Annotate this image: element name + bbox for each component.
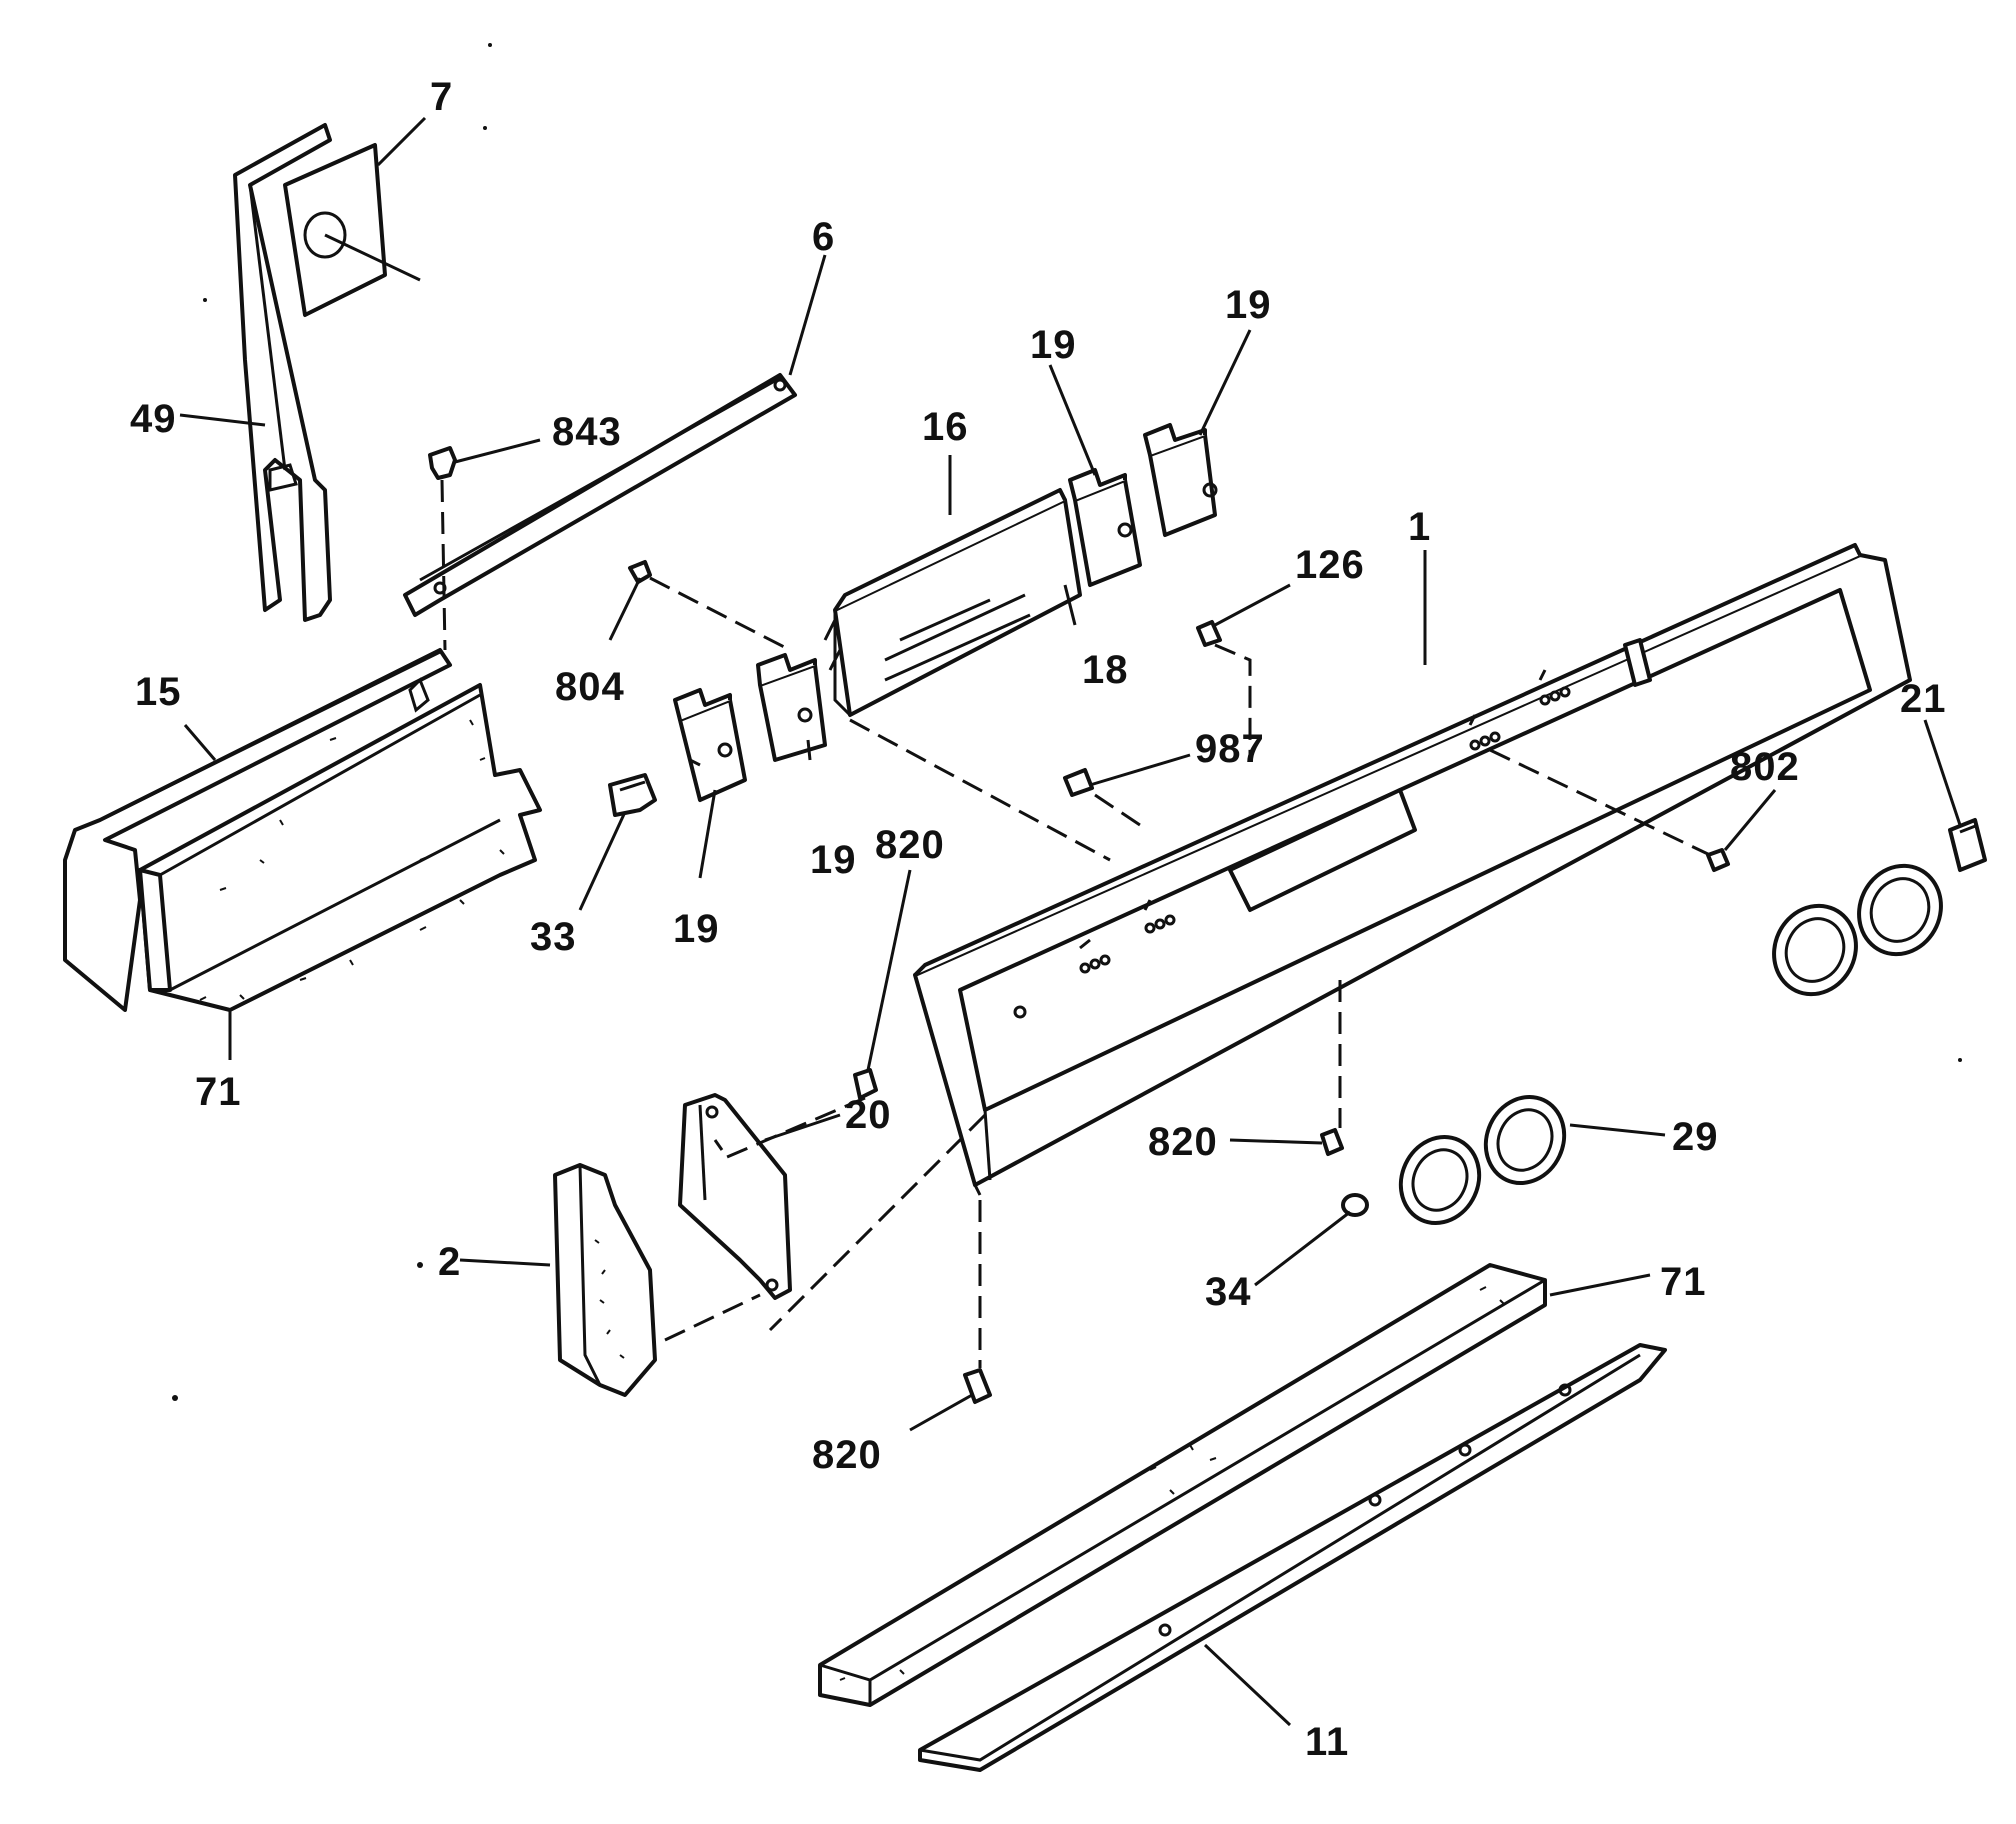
trim-11: [918, 1343, 1667, 1772]
screw-820-c: [963, 1368, 992, 1404]
callout-16: 16: [922, 405, 969, 449]
callout-49: 49: [130, 397, 177, 441]
insulation-71-bottom: [818, 1263, 1547, 1707]
callout-1: 1: [1408, 505, 1431, 549]
knob-29-2: [1483, 1095, 1567, 1185]
insulation-71-left: [138, 683, 542, 1012]
callout-33: 33: [530, 915, 577, 959]
callout-20: 20: [845, 1093, 892, 1137]
callout-29: 29: [1672, 1115, 1719, 1159]
callout-11: 11: [1305, 1720, 1349, 1764]
bracket-20: [678, 1093, 792, 1300]
callout-19-c: 19: [810, 838, 857, 882]
stray-marks: [172, 43, 1962, 1401]
bracket-49: [233, 123, 332, 622]
callout-820-c: 820: [812, 1433, 882, 1477]
leader-lines: [179, 116, 1962, 1727]
callout-804: 804: [555, 665, 625, 709]
knob-29-1: [1398, 1135, 1482, 1225]
switch-19-lower-right: [756, 653, 827, 762]
spacer-34: [1341, 1193, 1369, 1217]
knob-right-2: [1857, 863, 1943, 957]
callout-2: 2: [438, 1240, 461, 1284]
assembly-lines: [649, 576, 1711, 1368]
screw-843: [428, 446, 457, 651]
screw-802: [1706, 848, 1730, 872]
screw-126: [1196, 620, 1252, 760]
screw-820-a: [853, 1068, 878, 1100]
callout-843: 843: [552, 410, 622, 454]
callout-15: 15: [135, 670, 182, 714]
switch-19-upper-right: [1143, 423, 1218, 537]
switch-19-lower-left: [673, 688, 747, 802]
callout-71-b: 71: [1660, 1260, 1707, 1304]
panel-1: [913, 543, 1912, 1196]
switch-33: [608, 773, 657, 817]
callout-802: 802: [1730, 745, 1800, 789]
screw-820-b: [1320, 1128, 1344, 1156]
callout-18: 18: [1082, 648, 1129, 692]
callout-820-a: 820: [875, 823, 945, 867]
rail-15: [63, 648, 452, 1012]
clip-987: [1063, 768, 1094, 797]
callout-34: 34: [1205, 1270, 1252, 1314]
endcap-2: [553, 1163, 657, 1397]
callout-19-d: 19: [673, 907, 720, 951]
strip-6: [403, 373, 797, 617]
callout-19-b: 19: [1225, 283, 1272, 327]
callout-6: 6: [812, 215, 835, 259]
callout-987: 987: [1195, 727, 1265, 771]
callout-71-a: 71: [195, 1070, 242, 1114]
switch-21: [1948, 818, 1987, 872]
switch-19-upper-left: [1068, 468, 1142, 587]
callout-126: 126: [1295, 543, 1365, 587]
callout-21: 21: [1900, 677, 1947, 721]
callout-19-a: 19: [1030, 323, 1077, 367]
callout-820-b: 820: [1148, 1120, 1218, 1164]
control-16: [823, 488, 1082, 717]
plate-7: [283, 143, 421, 317]
screw-804: [628, 560, 652, 584]
knob-right-1: [1772, 903, 1858, 997]
callout-labels: 7 6 49 843 16 19 19 19 19 126 1 18 804 1…: [130, 75, 1947, 1764]
callout-7: 7: [430, 75, 453, 119]
